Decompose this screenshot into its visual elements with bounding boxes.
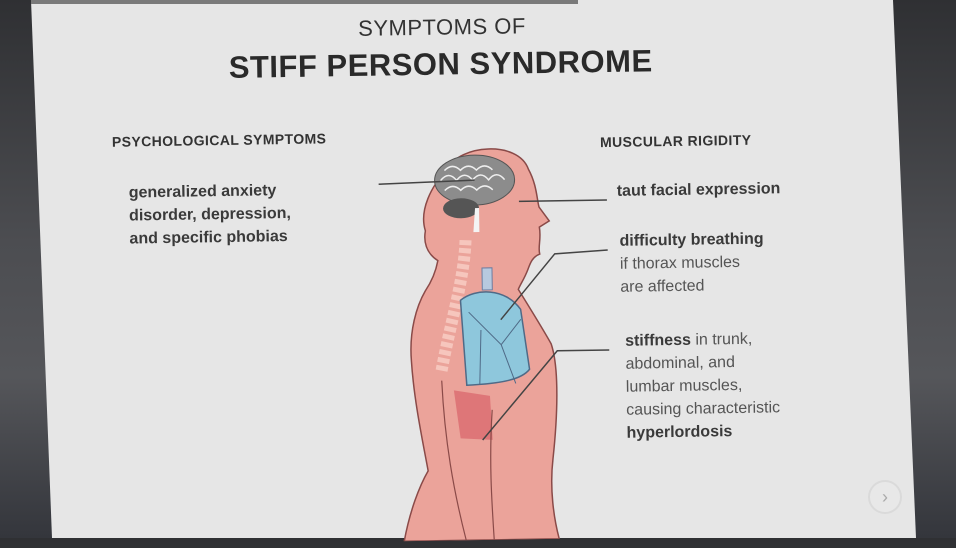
brain-icon <box>434 154 516 206</box>
symptom-title: taut facial expression <box>616 180 781 200</box>
symptom-stiffness: stiffness in trunk, abdominal, and lumba… <box>625 327 781 444</box>
chevron-right-icon: › <box>882 486 888 507</box>
line: disorder, depression, <box>128 204 292 225</box>
spine <box>435 239 472 372</box>
symptom-title: stiffness <box>625 331 692 350</box>
cerebellum-icon <box>443 198 480 219</box>
line: lumbar muscles, <box>625 376 743 396</box>
line: generalized anxiety <box>128 182 277 202</box>
line: are affected <box>620 277 705 296</box>
symptom-breathing: difficulty breathing if thorax muscles a… <box>619 228 764 299</box>
symptom-emphasis: hyperlordosis <box>626 423 733 442</box>
pointer-face <box>518 199 607 203</box>
line: in trunk, <box>690 330 753 349</box>
pointer-lumbar <box>482 349 610 441</box>
pointer-brain <box>377 179 475 188</box>
pointer-lungs <box>500 249 608 321</box>
body-illustration <box>377 148 610 542</box>
line: abdominal, and <box>625 354 736 373</box>
next-slide-button[interactable]: › <box>868 480 902 514</box>
slide-subtitle: SYMPTOMS OF <box>357 13 527 41</box>
muscular-heading: MUSCULAR RIGIDITY <box>599 131 752 151</box>
psychological-heading: PSYCHOLOGICAL SYMPTOMS <box>111 130 327 150</box>
progress-bar <box>31 0 578 4</box>
line: and specific phobias <box>129 228 288 248</box>
symptom-facial: taut facial expression <box>617 177 781 203</box>
lumbar-muscles <box>453 390 493 440</box>
line: if thorax muscles <box>619 253 741 273</box>
slide-title: STIFF PERSON SYNDROME <box>228 43 653 85</box>
psychological-item: generalized anxiety disorder, depression… <box>129 179 292 251</box>
line: causing characteristic <box>626 399 781 419</box>
symptom-title: difficulty breathing <box>619 230 764 250</box>
